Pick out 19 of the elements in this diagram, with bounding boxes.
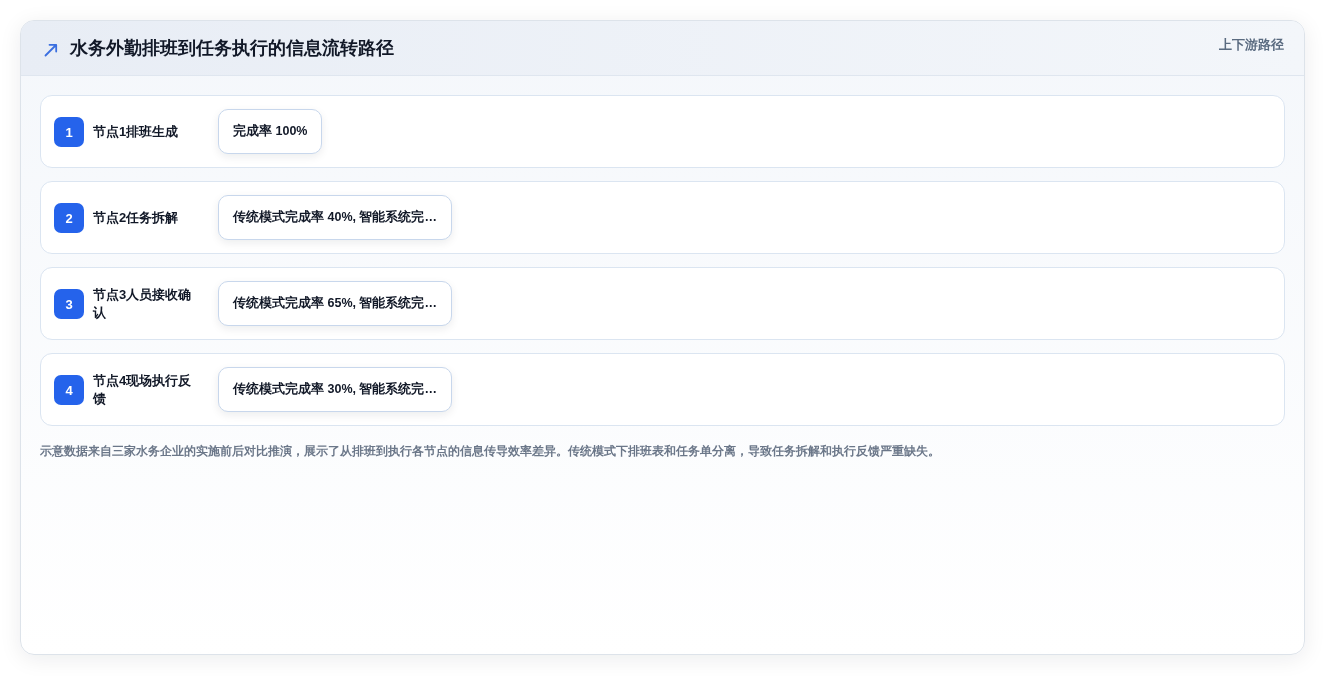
completion-rate-tag: 完成率 100% bbox=[218, 109, 323, 154]
step-row-card bbox=[40, 267, 1285, 340]
step-label: 节点4现场执行反馈 bbox=[93, 372, 193, 408]
completion-rate-tag: 传统模式完成率 40%, 智能系统完… bbox=[218, 195, 452, 240]
step-row-card bbox=[40, 181, 1285, 254]
caption-note: 示意数据来自三家水务企业的实施前后对比推演，展示了从排班到执行各节点的信息传导效率差异。传统模式下排班表和任务单分离，导致任务拆解和执行反馈严重缺失。 bbox=[40, 443, 940, 459]
step-label: 节点3人员接收确认 bbox=[93, 286, 193, 322]
diagram-title: 水务外勤排班到任务执行的信息流转路径 bbox=[70, 37, 394, 59]
completion-rate-tag: 传统模式完成率 65%, 智能系统完… bbox=[218, 281, 452, 326]
step-row-card bbox=[40, 95, 1285, 168]
step-number-badge: 2 bbox=[54, 203, 84, 233]
step-number-badge: 4 bbox=[54, 375, 84, 405]
section-label: 上下游路径 bbox=[1219, 37, 1284, 53]
completion-rate-tag: 传统模式完成率 30%, 智能系统完… bbox=[218, 367, 452, 412]
step-label: 节点2任务拆解 bbox=[93, 209, 180, 227]
step-number-badge: 1 bbox=[54, 117, 84, 147]
step-row-card bbox=[40, 353, 1285, 426]
step-label: 节点1排班生成 bbox=[93, 123, 180, 141]
step-number-badge: 3 bbox=[54, 289, 84, 319]
